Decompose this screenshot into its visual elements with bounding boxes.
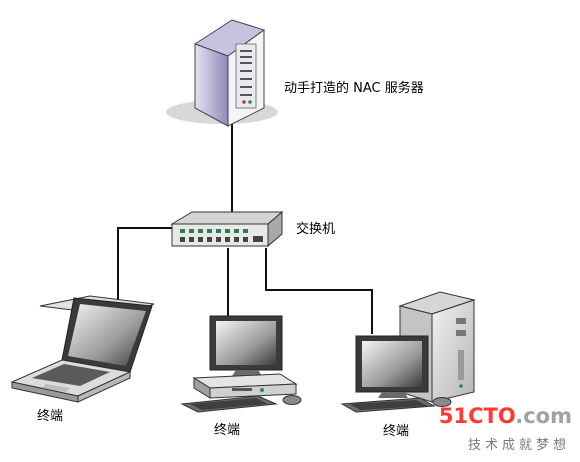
desktop-computer-icon-2 xyxy=(340,291,476,413)
switch-label: 交换机 xyxy=(296,222,336,237)
server-label: 动手打造的 NAC 服务器 xyxy=(284,81,424,96)
terminal-label-1: 终端 xyxy=(37,409,64,424)
watermark-slogan: 技术成就梦想 xyxy=(467,438,570,453)
link-switch-desktop-2 xyxy=(265,248,373,334)
connection-lines xyxy=(117,122,373,334)
server-icon xyxy=(166,19,278,127)
watermark-brand-gray: .com xyxy=(515,404,572,428)
switch-icon xyxy=(170,210,284,248)
watermark-brand-red: 51CTO xyxy=(438,404,516,428)
terminal-label-2: 终端 xyxy=(214,423,241,438)
terminal-label-3: 终端 xyxy=(383,424,410,439)
desktop-computer-icon-1 xyxy=(180,315,302,413)
link-switch-laptop xyxy=(117,227,176,300)
watermark-logo: 51CTO.com xyxy=(439,404,572,428)
laptop-icon xyxy=(10,295,155,403)
